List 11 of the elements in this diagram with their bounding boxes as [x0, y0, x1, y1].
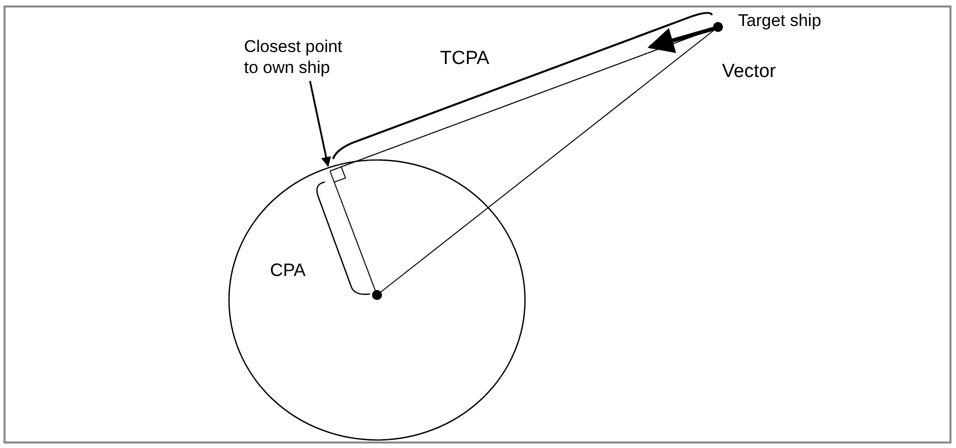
callout-text: Closest point to own ship	[244, 36, 344, 78]
ship-label: Target ship	[738, 10, 822, 31]
right-angle-mark	[334, 166, 346, 183]
own-ship-dot	[372, 290, 382, 300]
time-label: TCPA	[440, 48, 490, 69]
line	[380, 30, 715, 292]
line	[330, 170, 376, 291]
distance-label: CPA	[270, 260, 306, 281]
vector-label: Vector	[722, 61, 776, 82]
leader-line	[309, 80, 332, 167]
target-ship-dot	[713, 22, 723, 32]
